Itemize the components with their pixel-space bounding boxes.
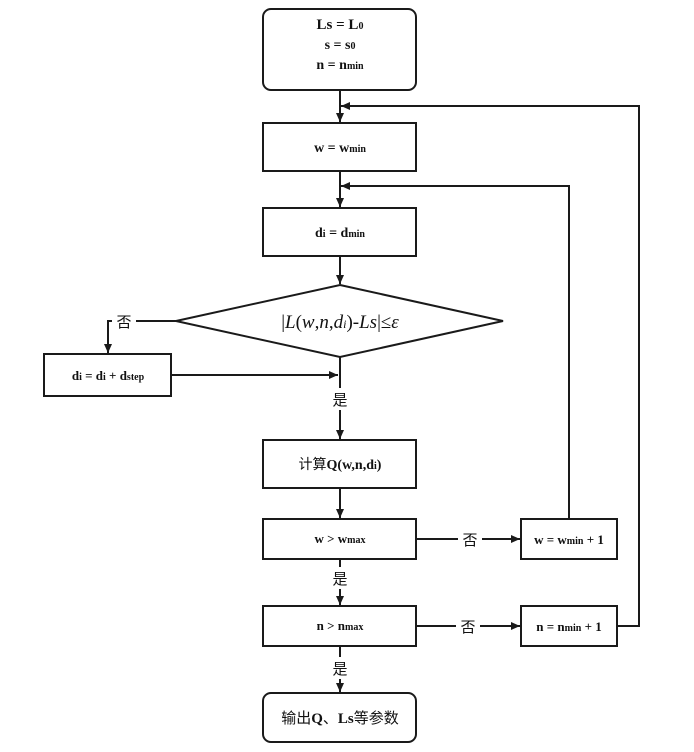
label-bg: [328, 657, 352, 679]
label-bg: [112, 310, 136, 332]
label-yes-checkn: 是: [332, 660, 347, 678]
label-bg: [328, 388, 352, 410]
init-line-3: n = nmin: [316, 58, 364, 73]
init-line-1: Ls = L0: [317, 17, 364, 33]
check-w-text: w > wmax: [314, 531, 365, 546]
check-n-text: n > nmax: [317, 618, 364, 633]
label-yes-condition: 是: [332, 391, 347, 409]
label-no-checkn: 否: [460, 618, 475, 636]
arrow-incw-loop: [341, 182, 570, 519]
arrow-condition-no: [104, 320, 176, 353]
label-no-checkw: 否: [462, 531, 477, 549]
label-bg: [458, 528, 482, 550]
check-n-box: [262, 605, 417, 647]
set-d-text: di = dmin: [315, 226, 365, 241]
label-yes-checkw: 是: [332, 570, 347, 588]
condition-text: |L(w,n,di)-Ls|≤ε: [281, 312, 399, 333]
step-d-text: di = di + dstep: [72, 368, 145, 383]
inc-w-text: w = wmin + 1: [534, 532, 604, 547]
arrow-incn-loop: [341, 102, 640, 627]
init-line-2: s = s0: [325, 38, 356, 53]
output-box: [262, 692, 417, 743]
set-w-box: [262, 122, 417, 172]
label-bg: [456, 615, 480, 637]
set-w-text: w = wmin: [314, 141, 366, 156]
label-no-condition: 否: [116, 313, 131, 331]
inc-n-box: [520, 605, 618, 647]
output-text: 输出Q、Ls等参数: [281, 709, 399, 727]
calc-box: [262, 439, 417, 489]
inc-n-text: n = nmin + 1: [536, 619, 601, 634]
label-bg: [328, 567, 352, 589]
calc-text: 计算Q(w,n,di): [299, 457, 382, 473]
inc-w-box: [520, 518, 618, 560]
